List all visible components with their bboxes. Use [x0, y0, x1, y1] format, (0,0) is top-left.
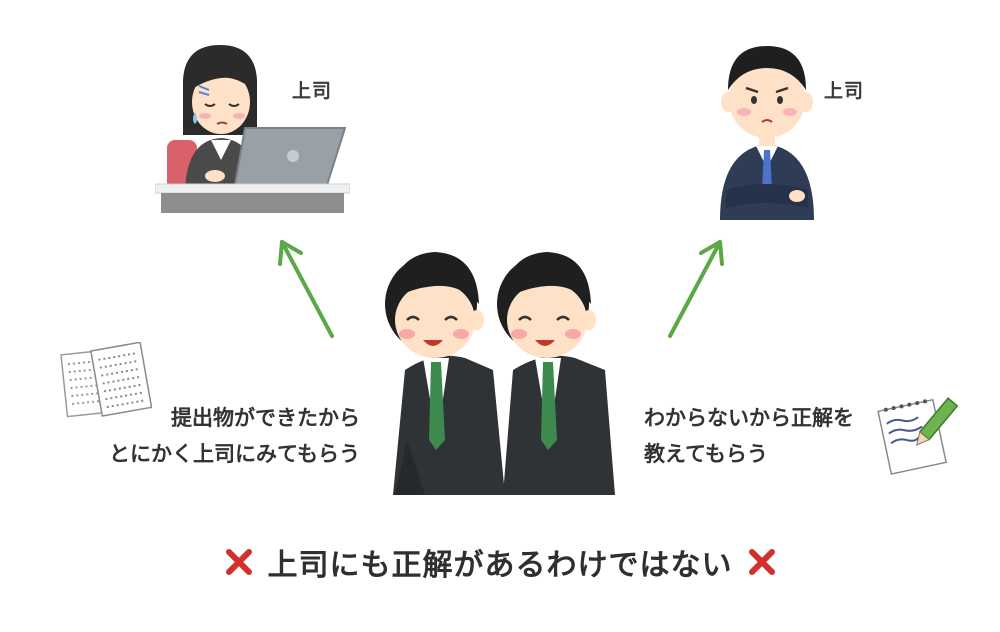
left-caption-line2: とにかく上司にみてもらう — [109, 442, 360, 466]
right-caption-line2: 教えてもらう — [644, 442, 768, 466]
arrow-to-right-boss — [662, 232, 732, 342]
bowing-men-illustration — [365, 240, 635, 495]
worried-man-arms-crossed-icon — [720, 46, 814, 220]
left-boss-label: 上司 — [292, 80, 333, 102]
woman-at-laptop-icon — [155, 45, 350, 213]
notepad-with-pen-icon — [877, 397, 959, 475]
arrow-to-left-boss — [270, 232, 340, 342]
left-caption-line1: 提出物ができたから — [171, 406, 360, 430]
documents-illustration — [60, 342, 152, 424]
right-boss-label: 上司 — [824, 80, 865, 102]
notepad-illustration — [876, 392, 960, 476]
bowing-man-icon — [385, 252, 615, 495]
x-mark-icon — [225, 549, 252, 575]
bottom-statement-text: 上司にも正解があるわけではない — [267, 548, 733, 583]
right-caption: わからないから正解を 教えてもらう — [644, 400, 854, 472]
right-caption-line1: わからないから正解を — [644, 406, 854, 430]
woman-at-laptop-illustration — [155, 40, 350, 215]
arrow-up-icon — [668, 240, 724, 338]
arrow-up-icon — [278, 240, 334, 338]
x-mark-icon — [748, 549, 775, 575]
bottom-statement: 上司にも正解があるわけではない — [0, 534, 1000, 590]
document-pages-icon — [60, 342, 152, 418]
worried-man-illustration — [712, 40, 822, 220]
left-caption: 提出物ができたから とにかく上司にみてもらう — [62, 400, 360, 472]
